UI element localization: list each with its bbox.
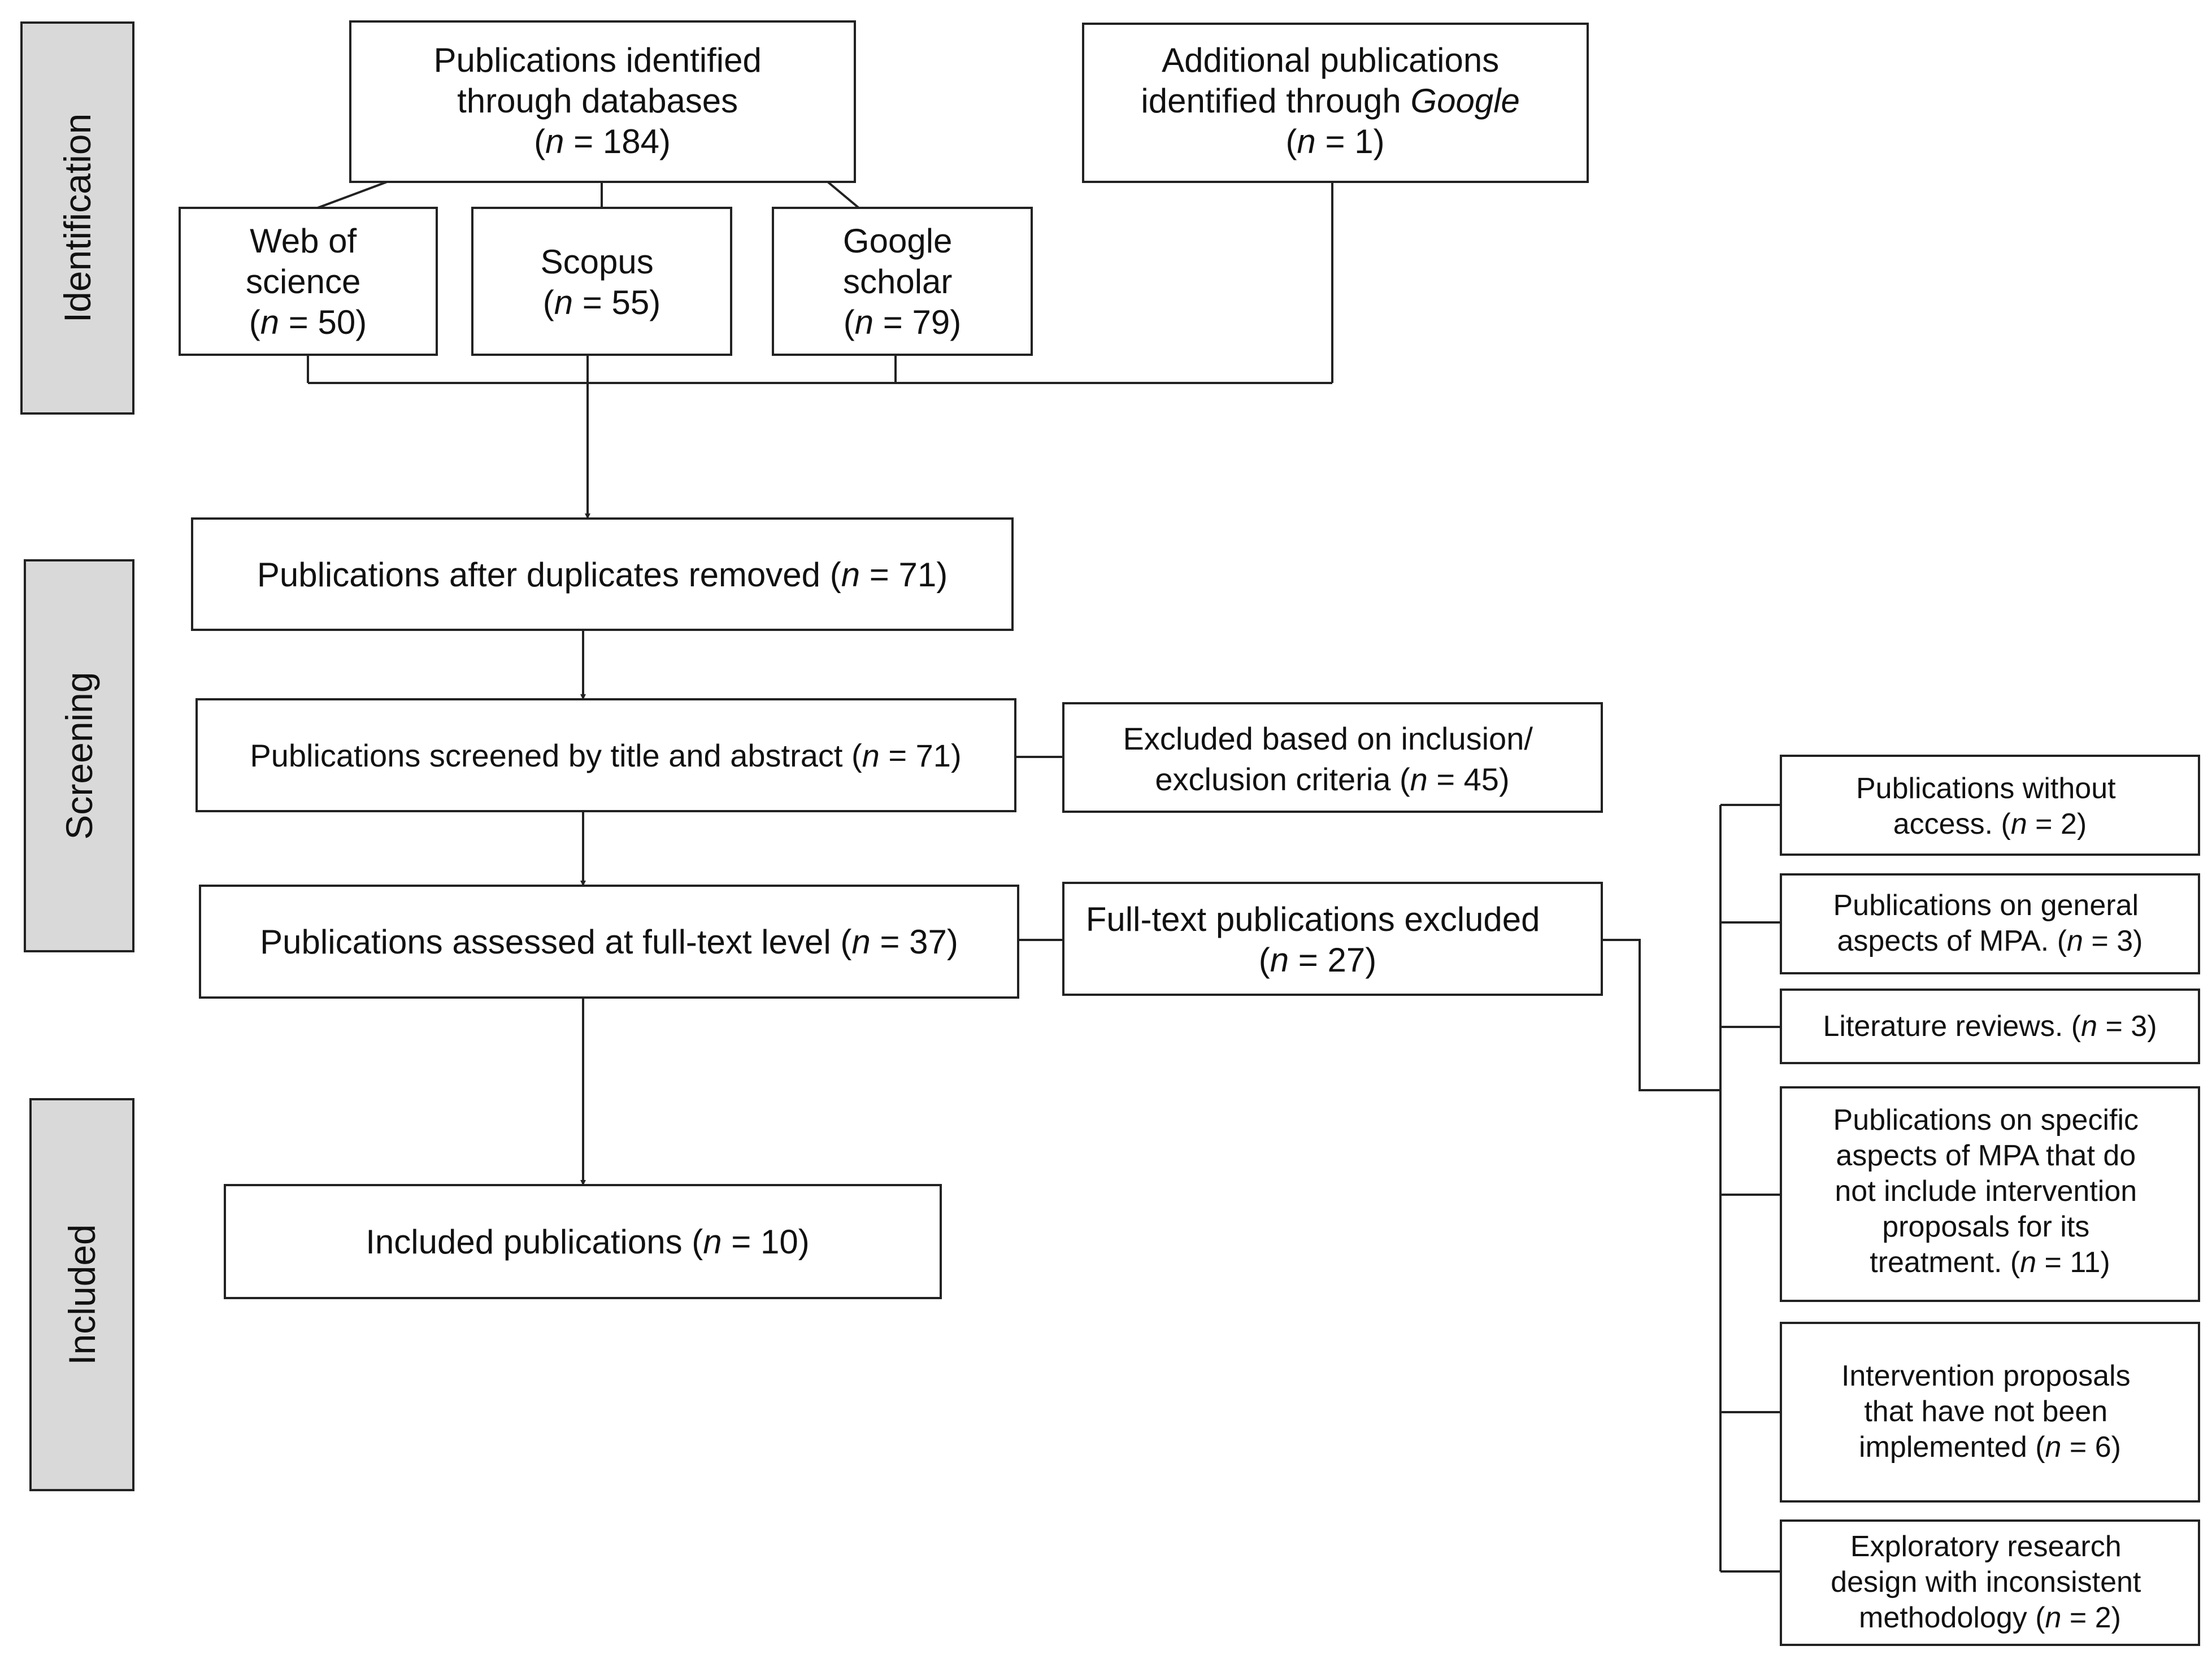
scholar-line-1: Google bbox=[843, 222, 952, 260]
scopus-line-1: Scopus bbox=[541, 243, 654, 281]
box-full-text-excluded: Full-text publications excluded (n = 27) bbox=[1062, 882, 1603, 996]
included-text: Included publications (n = 10) bbox=[366, 1223, 810, 1261]
box-databases: Publications identified through database… bbox=[349, 20, 856, 183]
box-web-of-science: Web of science (n = 50) bbox=[179, 207, 438, 356]
box-google-scholar: Google scholar (n = 79) bbox=[772, 207, 1033, 356]
reason-2-line-1: Publications on general bbox=[1833, 889, 2139, 922]
box-full-text-assessed: Publications assessed at full-text level… bbox=[199, 885, 1019, 999]
wos-line-2: science bbox=[246, 263, 360, 301]
stage-screening: Screening bbox=[24, 559, 134, 952]
reason-5-count: implemented (n = 6) bbox=[1859, 1431, 2121, 1464]
reason-box-5: Intervention proposals that have not bee… bbox=[1780, 1322, 2200, 1503]
wos-line-1: Web of bbox=[250, 222, 357, 260]
excluded-criteria-line-2: exclusion criteria (n = 45) bbox=[1155, 761, 1509, 797]
google-additional-line-2: identified through Google bbox=[1141, 82, 1520, 120]
full-text-excluded-line-1: Full-text publications excluded bbox=[1086, 900, 1540, 938]
reason-5-line-1: Intervention proposals bbox=[1841, 1360, 2131, 1392]
svg-text:Additional publications: Additional publications identified throu… bbox=[1141, 41, 1529, 160]
reason-5-line-2: that have not been bbox=[1864, 1395, 2107, 1428]
reason-box-3: Literature reviews. (n = 3) bbox=[1780, 989, 2200, 1064]
reason-4-line-2: aspects of MPA that do bbox=[1836, 1139, 2136, 1172]
scopus-count: (n = 55) bbox=[543, 284, 660, 321]
reason-4-line-1: Publications on specific bbox=[1833, 1104, 2139, 1137]
full-text-assessed-text: Publications assessed at full-text level… bbox=[260, 923, 958, 961]
box-included: Included publications (n = 10) bbox=[224, 1184, 942, 1299]
svg-text:Excluded based on inclusion/: Excluded based on inclusion/ exclusion c… bbox=[1123, 721, 1542, 797]
reason-box-6: Exploratory research design with inconsi… bbox=[1780, 1519, 2200, 1646]
stage-screening-label: Screening bbox=[58, 672, 100, 839]
wos-count: (n = 50) bbox=[249, 303, 367, 341]
after-duplicates-text: Publications after duplicates removed (n… bbox=[257, 556, 948, 594]
svg-text:Web of science (n: Web of science (n = 50) bbox=[246, 222, 370, 341]
reason-1-count: access. (n = 2) bbox=[1893, 808, 2087, 841]
svg-text:Scopus (n = 55): Scopus (n = 55) bbox=[541, 243, 663, 321]
svg-text:Publications on general: Publications on general aspects of MPA. … bbox=[1833, 889, 2146, 957]
reason-6-count: methodology (n = 2) bbox=[1859, 1601, 2121, 1634]
google-additional-line-1: Additional publications bbox=[1162, 41, 1499, 79]
box-scopus: Scopus (n = 55) bbox=[471, 207, 732, 356]
reason-3-text: Literature reviews. (n = 3) bbox=[1823, 1010, 2157, 1043]
scholar-line-2: scholar bbox=[843, 263, 952, 301]
excluded-criteria-line-1: Excluded based on inclusion/ bbox=[1123, 721, 1533, 756]
full-text-excluded-count: (n = 27) bbox=[1259, 941, 1376, 979]
box-google-additional: Additional publications identified throu… bbox=[1082, 23, 1589, 183]
reason-2-count: aspects of MPA. (n = 3) bbox=[1837, 925, 2143, 957]
svg-text:Exploratory research des: Exploratory research design with inconsi… bbox=[1831, 1530, 2149, 1634]
reason-box-1: Publications without access. (n = 2) bbox=[1780, 755, 2200, 856]
stage-identification: Identification bbox=[20, 21, 134, 415]
reason-4-line-4: proposals for its bbox=[1882, 1210, 2089, 1243]
google-additional-count: (n = 1) bbox=[1285, 123, 1384, 160]
screened-text: Publications screened by title and abstr… bbox=[250, 738, 961, 773]
reason-box-4: Publications on specific aspects of MPA … bbox=[1780, 1086, 2200, 1302]
box-after-duplicates: Publications after duplicates removed (n… bbox=[191, 517, 1014, 631]
svg-text:Publications identified: Publications identified through database… bbox=[433, 41, 771, 160]
stage-included: Included bbox=[29, 1098, 134, 1491]
stage-included-label: Included bbox=[61, 1224, 103, 1365]
box-screened: Publications screened by title and abstr… bbox=[195, 698, 1016, 812]
reason-box-2: Publications on general aspects of MPA. … bbox=[1780, 873, 2200, 974]
databases-count: (n = 184) bbox=[534, 123, 671, 160]
reason-4-count: treatment. (n = 11) bbox=[1870, 1246, 2110, 1279]
svg-text:Google scholar (n: Google scholar (n = 79) bbox=[843, 222, 962, 341]
stage-identification-label: Identification bbox=[57, 114, 98, 323]
reason-1-line-1: Publications without bbox=[1856, 772, 2116, 805]
databases-line-2: through databases bbox=[457, 82, 738, 120]
reason-4-line-3: not include intervention bbox=[1835, 1175, 2137, 1208]
reason-6-line-2: design with inconsistent bbox=[1831, 1566, 2141, 1599]
scholar-count: (n = 79) bbox=[844, 303, 961, 341]
databases-line-1: Publications identified bbox=[433, 41, 761, 79]
svg-text:Intervention proposals t: Intervention proposals that have not bee… bbox=[1841, 1360, 2139, 1464]
svg-text:Publications on specific: Publications on specific aspects of MPA … bbox=[1833, 1104, 2147, 1279]
connectors bbox=[307, 181, 1781, 1573]
reason-6-line-1: Exploratory research bbox=[1850, 1530, 2122, 1563]
svg-text:Full-text publications exclude: Full-text publications excluded (n = 27) bbox=[1086, 900, 1549, 979]
box-excluded-criteria: Excluded based on inclusion/ exclusion c… bbox=[1062, 702, 1603, 813]
svg-text:Publications without acc: Publications without access. (n = 2) bbox=[1856, 772, 2124, 841]
